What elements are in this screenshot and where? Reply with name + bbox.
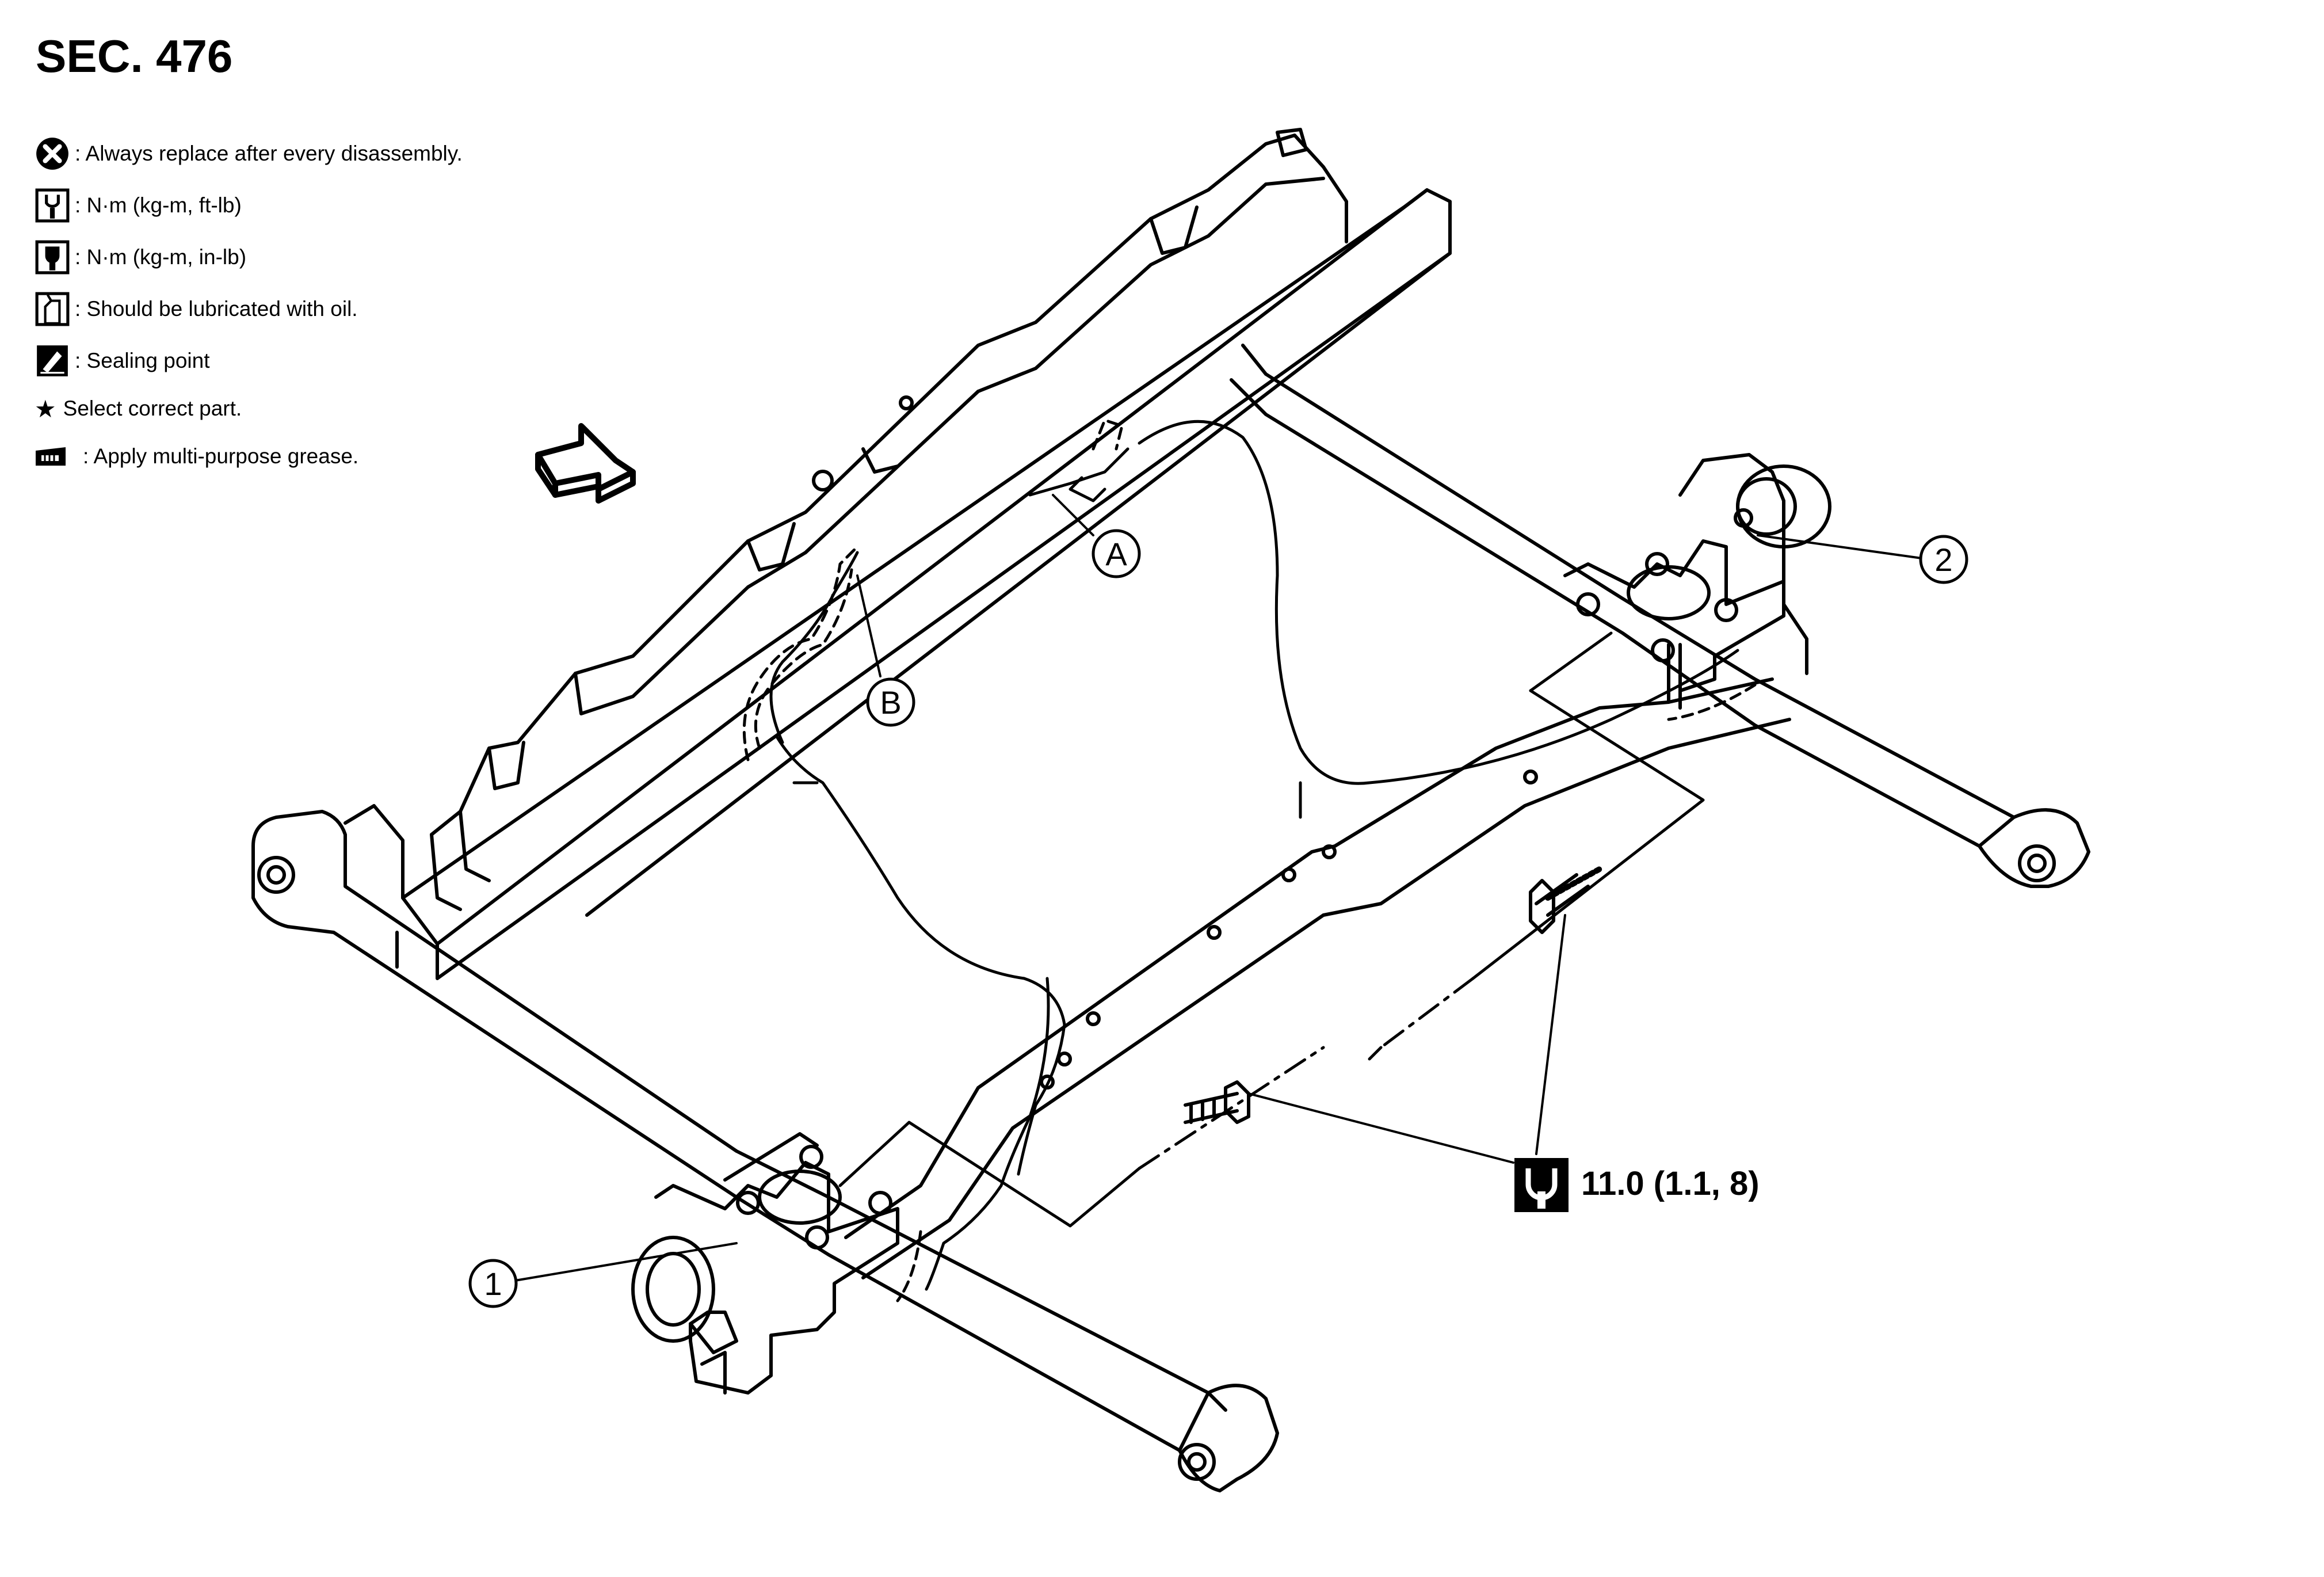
upper-rail [430, 128, 1348, 911]
torque-wrench-icon [1514, 1158, 1569, 1212]
legend-row-torque-in-lb: : N·m (kg-m, in-lb) [35, 231, 463, 283]
torque-ft-lb-icon [35, 188, 70, 223]
legend-text: Select correct part. [63, 397, 242, 420]
torque-spec: 11.0 (1.1, 8) [1514, 1158, 1760, 1212]
svg-text:2: 2 [1934, 542, 1952, 578]
rear-leg [1230, 344, 2090, 888]
section-number: SEC. 476 [36, 31, 233, 82]
legend-row-select-part: ★ Select correct part. [35, 387, 463, 431]
oil-can-icon [35, 291, 70, 327]
legend-text: : Should be lubricated with oil. [75, 297, 358, 321]
front-leg [251, 810, 1279, 1492]
svg-text:B: B [880, 684, 901, 721]
legend-text: : N·m (kg-m, ft-lb) [75, 193, 242, 217]
main-rail [344, 188, 1452, 980]
symbol-legend: : Always replace after every disassembly… [35, 128, 463, 482]
leader-lines [514, 494, 1923, 1282]
release-cable [769, 420, 1739, 1291]
legend-row-oil: : Should be lubricated with oil. [35, 283, 463, 335]
svg-text:1: 1 [484, 1266, 502, 1302]
legend-row-replace: : Always replace after every disassembly… [35, 128, 463, 180]
callout-b: B [866, 677, 915, 727]
legend-row-grease: : Apply multi-purpose grease. [35, 431, 463, 482]
callout-1: 1 [468, 1259, 518, 1308]
legend-text: : Always replace after every disassembly… [75, 142, 463, 165]
legend-text: : N·m (kg-m, in-lb) [75, 245, 247, 269]
front-direction-arrow-icon [535, 423, 636, 504]
rear-recliner [1563, 453, 1831, 710]
front-recliner [631, 1132, 899, 1395]
always-replace-icon [35, 136, 70, 172]
legend-row-sealing: : Sealing point [35, 335, 463, 387]
star-icon: ★ [35, 395, 56, 422]
bolt-horizontal [1184, 1080, 1250, 1124]
legend-text: : Sealing point [75, 349, 210, 372]
hidden-lines [742, 418, 1757, 1302]
sealing-point-icon [35, 343, 70, 379]
callout-a: A [1092, 529, 1141, 578]
torque-value: 11.0 (1.1, 8) [1581, 1165, 1760, 1202]
svg-text:A: A [1105, 536, 1127, 572]
callout-2: 2 [1919, 535, 1968, 584]
bolt-vertical [1529, 866, 1602, 934]
legend-row-torque-ft-lb: : N·m (kg-m, ft-lb) [35, 180, 463, 231]
cover-plate-outline [838, 631, 1705, 1228]
legend-text: : Apply multi-purpose grease. [83, 444, 359, 468]
grease-icon [35, 445, 67, 468]
torque-in-lb-icon [35, 239, 70, 275]
